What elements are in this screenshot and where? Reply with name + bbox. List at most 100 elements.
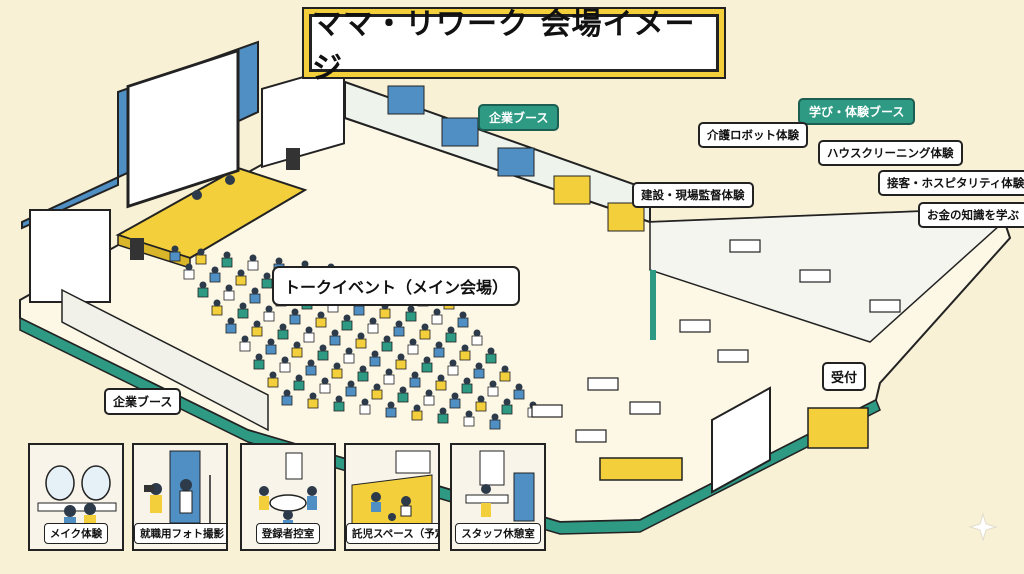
audience-body [409, 377, 421, 388]
audience-head [199, 281, 207, 289]
audience-head [253, 320, 261, 328]
booth-panel-4 [553, 175, 591, 205]
audience-body [423, 395, 435, 406]
audience-head [237, 269, 245, 277]
audience-head [491, 413, 499, 421]
audience-head [227, 317, 235, 325]
audience-body [405, 311, 417, 322]
audience-body [333, 401, 345, 412]
sparkle-icon [968, 512, 998, 542]
presenter-2 [225, 175, 235, 185]
audience-body [407, 344, 419, 355]
audience-body [369, 356, 381, 367]
audience-body [249, 293, 261, 304]
audience-head [451, 392, 459, 400]
audience-head [197, 248, 205, 256]
entrance-door [711, 386, 771, 494]
audience-body [433, 347, 445, 358]
audience-head [293, 341, 301, 349]
audience-body [501, 404, 513, 415]
audience-body [251, 326, 263, 337]
audience-head [291, 308, 299, 316]
booth-panel-2 [441, 117, 479, 147]
audience-head [239, 302, 247, 310]
audience-head [413, 404, 421, 412]
audience-head [409, 338, 417, 346]
audience-body [197, 287, 209, 298]
audience-head [171, 245, 179, 253]
audience-head [263, 272, 271, 280]
audience-head [357, 332, 365, 340]
audience-body [393, 326, 405, 337]
audience-head [343, 314, 351, 322]
room-staff: スタッフ休憩室 [450, 443, 546, 551]
audience-head [397, 353, 405, 361]
audience-body [431, 314, 443, 325]
room-waiting: 登録者控室 [240, 443, 336, 551]
audience-body [367, 323, 379, 334]
audience-body [449, 398, 461, 409]
audience-body [315, 317, 327, 328]
lounge-table [587, 377, 619, 391]
audience-body [471, 335, 483, 346]
audience-head [307, 359, 315, 367]
audience-body [291, 347, 303, 358]
audience-head [423, 356, 431, 364]
audience-head [345, 347, 353, 355]
audience-body [353, 305, 365, 316]
speaker-left [130, 238, 144, 260]
audience-body [317, 350, 329, 361]
label-learning-booth: 学び・体験ブース [798, 98, 916, 125]
reception-counter-2 [807, 407, 869, 449]
room-childcare: 託児スペース（予定） [344, 443, 440, 551]
audience-head [275, 257, 283, 265]
audience-head [295, 374, 303, 382]
audience-head [463, 377, 471, 385]
label-corporate-booth-left: 企業ブース [104, 388, 182, 415]
audience-body [485, 353, 497, 364]
audience-body [341, 320, 353, 331]
audience-head [407, 305, 415, 313]
audience-body [263, 311, 275, 322]
audience-head [279, 323, 287, 331]
audience-head [321, 377, 329, 385]
audience-body [499, 371, 511, 382]
audience-body [437, 413, 449, 424]
audience-body [209, 272, 221, 283]
audience-head [399, 386, 407, 394]
audience-head [459, 311, 467, 319]
audience-head [317, 311, 325, 319]
audience-head [283, 389, 291, 397]
audience-body [183, 269, 195, 280]
audience-head [477, 395, 485, 403]
audience-head [515, 383, 523, 391]
audience-head [333, 362, 341, 370]
audience-body [329, 335, 341, 346]
audience-head [309, 392, 317, 400]
audience-head [395, 320, 403, 328]
audience-body [265, 344, 277, 355]
audience-head [223, 251, 231, 259]
audience-head [461, 344, 469, 352]
lounge-table [679, 319, 711, 333]
callout-house-cleaning: ハウスクリーニング体験 [818, 140, 963, 166]
lounge-table [531, 404, 563, 418]
room-makeup: メイク体験 [28, 443, 124, 551]
left-booth-wall [61, 288, 269, 432]
audience-body [239, 341, 251, 352]
audience-body [303, 332, 315, 343]
audience-head [185, 263, 193, 271]
page-title: ママ・リワーク 会場イメージ [309, 7, 719, 86]
callout-money: お金の知識を学ぶ [918, 202, 1024, 228]
audience-body [169, 251, 181, 262]
left-screen [29, 209, 111, 303]
audience-body [279, 362, 291, 373]
audience-head [371, 350, 379, 358]
main-screen [126, 48, 240, 209]
audience-head [475, 362, 483, 370]
audience-body [237, 308, 249, 319]
audience-body [307, 398, 319, 409]
audience-head [347, 380, 355, 388]
audience-body [383, 374, 395, 385]
